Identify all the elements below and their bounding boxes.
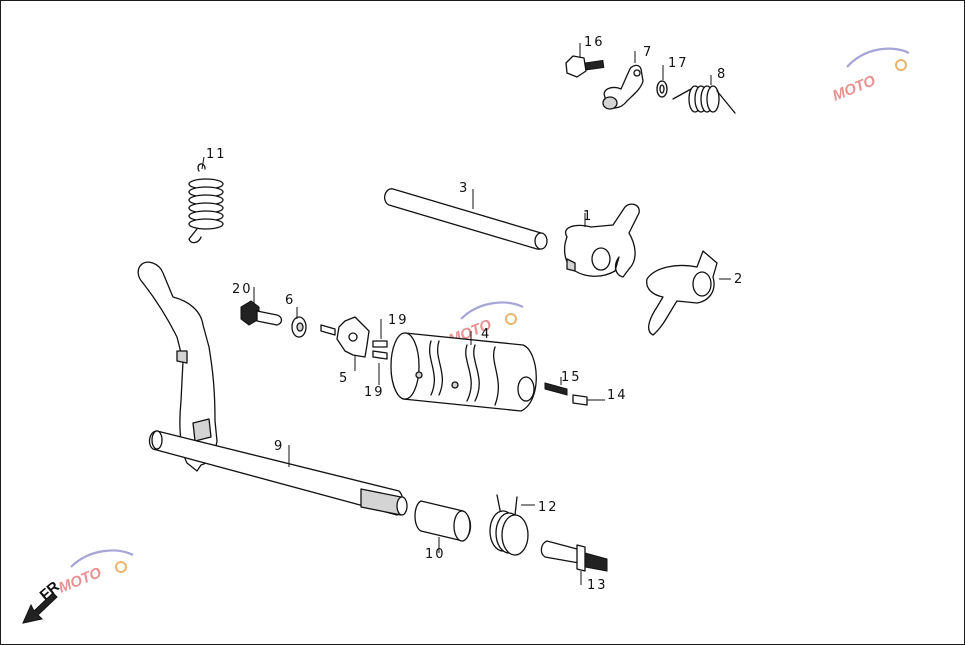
part-12-return-spring [489, 494, 535, 556]
watermark-text: MOTO [56, 564, 104, 597]
label-16: 16 [584, 35, 605, 50]
part-15-spring [544, 377, 568, 396]
label-20: 20 [232, 282, 253, 297]
label-19b: 19 [364, 385, 385, 400]
label-2: 2 [734, 272, 744, 287]
part-11-spring [188, 156, 224, 244]
part-4-shift-drum [390, 331, 537, 412]
label-8: 8 [717, 67, 727, 82]
part-10-collar [414, 500, 472, 553]
part-5-detent-star [336, 316, 370, 371]
part-19-pins [372, 319, 388, 385]
label-3: 3 [459, 181, 469, 196]
part-2-shift-fork [646, 250, 731, 336]
part-8-spring [672, 75, 736, 114]
label-4: 4 [481, 327, 491, 342]
part-labels: 16 7 17 8 11 3 1 2 20 6 19 4 5 15 19 14 … [206, 35, 744, 593]
label-10: 10 [425, 547, 446, 562]
part-6-washer [291, 307, 307, 338]
part-1-shift-fork [563, 203, 640, 278]
label-17: 17 [668, 56, 689, 71]
dowel-pin [320, 324, 336, 336]
label-13: 13 [587, 578, 608, 593]
label-12: 12 [538, 500, 559, 515]
label-19a: 19 [388, 313, 409, 328]
part-16-bolt [565, 43, 605, 78]
watermark-top-right: MOTO [830, 47, 910, 105]
part-13-bolt [540, 540, 608, 585]
part-7-arm [602, 51, 644, 110]
front-arrow-icon [22, 592, 58, 624]
part-3-shift-fork-rod [383, 188, 548, 250]
part-14-pin [572, 394, 605, 406]
label-6: 6 [285, 293, 295, 308]
watermark-bottom-left: MOTO [56, 549, 134, 597]
part-20-bolt [240, 287, 283, 326]
part-9-gearshift-shaft [137, 261, 408, 516]
part-17-washer [656, 65, 668, 98]
label-14: 14 [607, 388, 628, 403]
label-9: 9 [274, 439, 284, 454]
label-7: 7 [643, 45, 653, 60]
label-15: 15 [561, 370, 582, 385]
label-11: 11 [206, 147, 227, 162]
watermark-text: MOTO [830, 72, 878, 105]
label-1: 1 [583, 209, 593, 224]
label-5: 5 [339, 371, 349, 386]
front-direction-indicator: FR [22, 578, 63, 624]
